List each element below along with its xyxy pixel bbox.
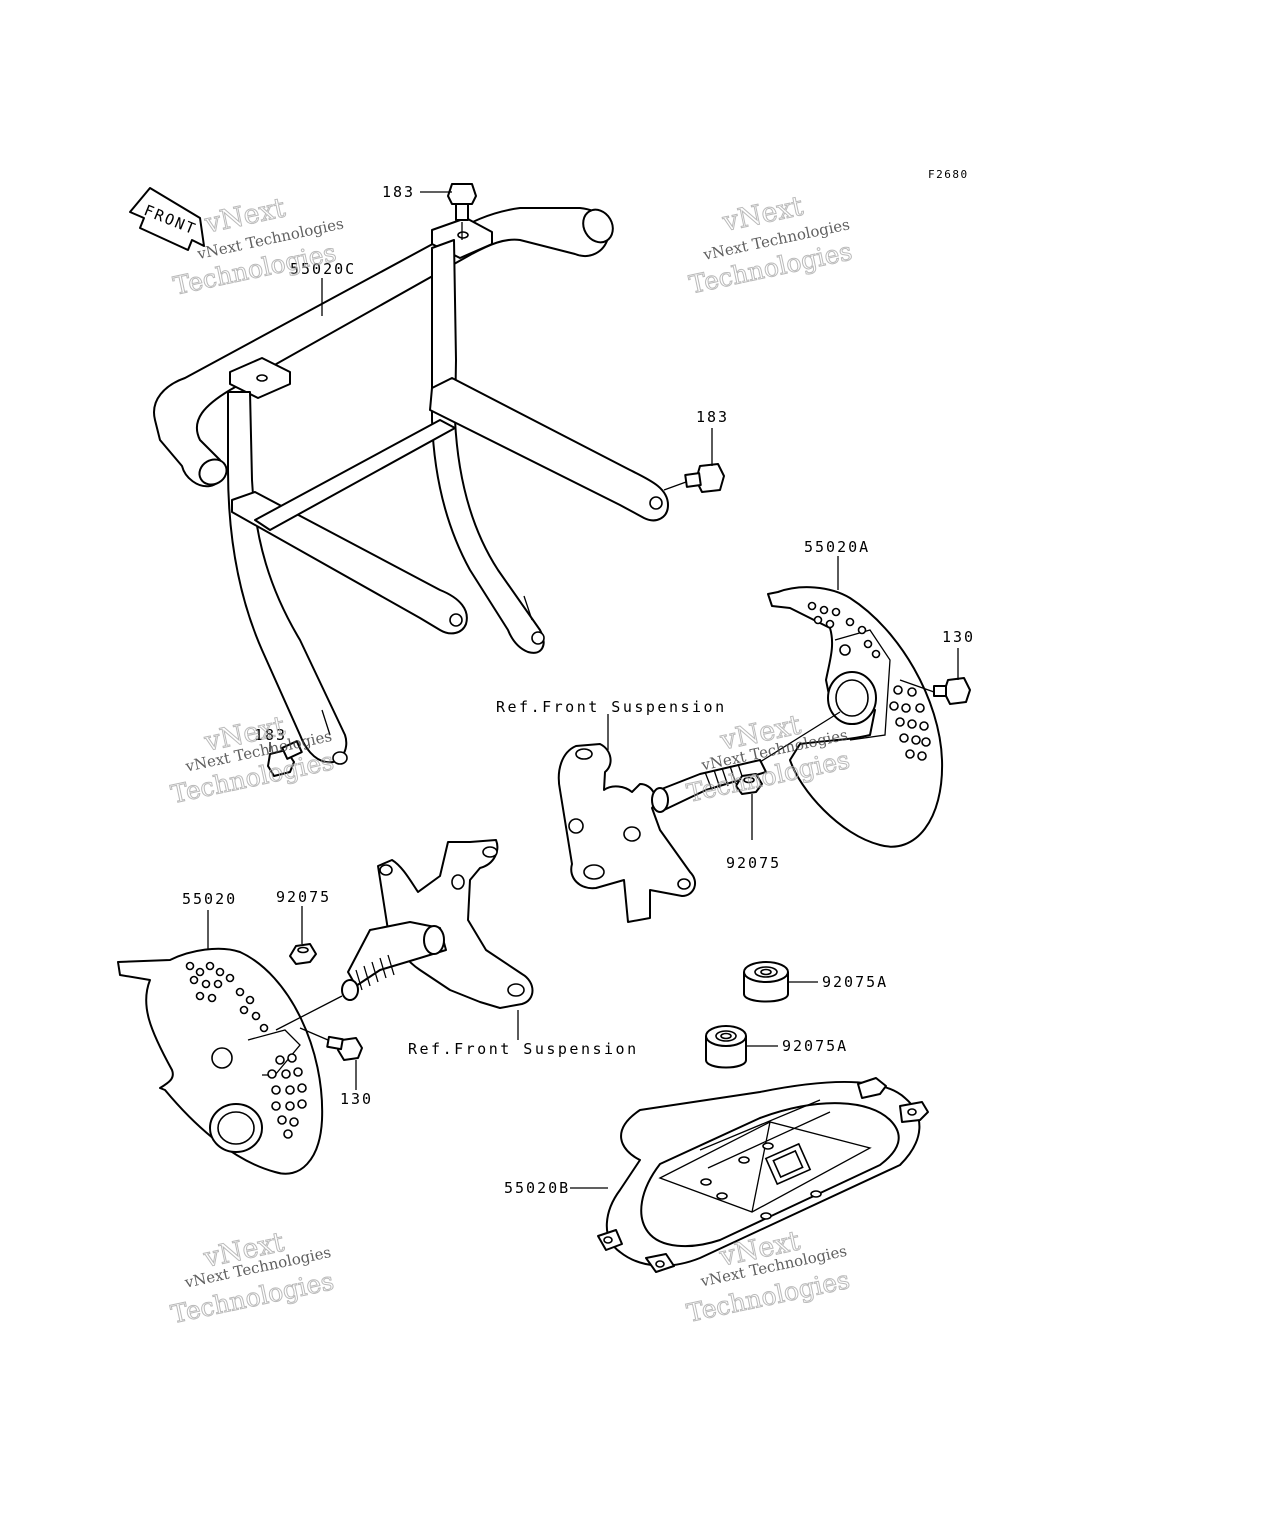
- callout-ref-front-suspension-upper: Ref.Front Suspension: [496, 698, 727, 716]
- disc-hole-pattern: [185, 961, 307, 1139]
- skid-plate-55020b: [597, 1077, 929, 1273]
- callout-183-right: 183: [696, 408, 729, 426]
- callout-130-right: 130: [942, 628, 975, 646]
- callout-55020: 55020: [182, 890, 237, 908]
- disc-cover-55020: [117, 947, 324, 1175]
- callout-92075a-upper: 92075A: [822, 973, 888, 991]
- callout-130-left: 130: [340, 1090, 373, 1108]
- bolt-183-top: [447, 183, 477, 240]
- steering-knuckle-lower: [275, 839, 534, 1031]
- nut-92075-upper: [735, 773, 763, 795]
- callout-55020c: 55020C: [290, 260, 356, 278]
- callout-183-left: 183: [254, 726, 287, 744]
- watermark-bottom-left: vNext vNext Technologies Technologies: [168, 1226, 337, 1329]
- callout-ref-front-suspension-lower: Ref.Front Suspension: [408, 1040, 639, 1058]
- disc-cover-55020a: [767, 586, 944, 848]
- spacer-92075a-upper: [743, 961, 789, 1003]
- callout-183-top: 183: [382, 183, 415, 201]
- bolt-130-right: [899, 677, 971, 705]
- front-arrow-icon: FRONT: [129, 187, 205, 251]
- bolt-183-right: [663, 463, 725, 493]
- disc-hole-pattern-a: [807, 601, 931, 761]
- callout-92075-upper: 92075: [726, 854, 781, 872]
- spacer-92075a-lower: [705, 1025, 747, 1069]
- figure-code: F2680: [928, 168, 969, 181]
- bolt-130-left: [299, 1027, 363, 1061]
- bumper-frame-55020c: [153, 207, 669, 765]
- watermark-top-right: vNext vNext Technologies Technologies: [686, 190, 855, 300]
- steering-knuckle-upper: [557, 711, 841, 923]
- nut-92075-lower: [289, 943, 317, 965]
- callout-55020b: 55020B: [504, 1179, 570, 1197]
- callout-55020a: 55020A: [804, 538, 870, 556]
- bolt-183-left: [267, 740, 303, 777]
- leader-lines: [207, 191, 959, 1189]
- callout-92075-lower: 92075: [276, 888, 331, 906]
- callout-92075a-lower: 92075A: [782, 1037, 848, 1055]
